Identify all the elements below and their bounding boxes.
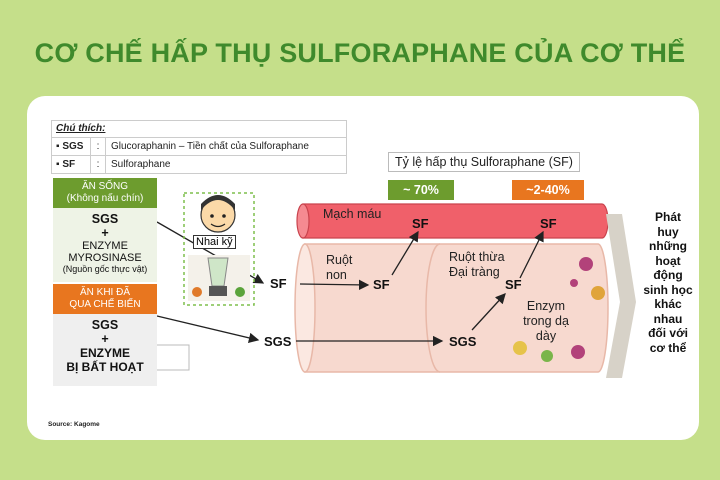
chew-box bbox=[183, 192, 255, 306]
enzyme-bacteria-icon bbox=[513, 257, 605, 362]
legend-key: ▪ SF bbox=[56, 159, 76, 170]
result-text: Phát huy những hoạt động sinh học khác n… bbox=[643, 210, 693, 355]
cooked-sgs-label: SGS bbox=[91, 318, 119, 332]
raw-eating-body: SGS + ENZYME MYROSINASE (Nguồn gốc thực … bbox=[53, 208, 157, 282]
raw-enzyme-note: (Nguồn gốc thực vật) bbox=[62, 264, 148, 274]
cooked-enzyme-label-2: BỊ BẤT HOẠT bbox=[66, 360, 144, 374]
legend-key: ▪ SGS bbox=[56, 141, 84, 152]
chewing-face-icon bbox=[200, 195, 236, 233]
sf-colon-label: SF bbox=[505, 277, 522, 292]
raw-plus: + bbox=[101, 226, 109, 240]
legend-value: Glucoraphanin – Tiền chất của Sulforapha… bbox=[111, 141, 309, 152]
legend-sep: : bbox=[90, 138, 106, 155]
sgs-to-sf-arrow bbox=[471, 293, 506, 331]
sf-blood-label-1: SF bbox=[412, 216, 429, 231]
sf-input-label: SF bbox=[270, 276, 287, 291]
cooked-to-sgs-line bbox=[156, 315, 260, 343]
sgs-input-label: SGS bbox=[264, 334, 292, 349]
legend-sep: : bbox=[90, 156, 106, 173]
result-chevron bbox=[606, 214, 636, 378]
chew-label: Nhai kỹ bbox=[193, 235, 236, 249]
raw-rate-badge: ~ 70% bbox=[388, 180, 454, 200]
blender-icon bbox=[188, 255, 250, 301]
legend-heading: Chú thích: bbox=[51, 120, 347, 137]
sf-into-intestine-arrow bbox=[299, 279, 370, 291]
source-note: Source: Kagome bbox=[48, 421, 100, 428]
blood-vessel-label: Mạch máu bbox=[323, 207, 382, 221]
placeholder-box bbox=[154, 344, 190, 371]
raw-eating-header: ĂN SỐNG (Không nấu chín) bbox=[53, 178, 157, 208]
cooked-eating-body: SGS + ENZYME BỊ BẤT HOẠT bbox=[53, 314, 157, 386]
small-intestine-label: Ruột non bbox=[326, 253, 353, 282]
cooked-eating-header: ĂN KHI ĐÃ QUA CHẾ BIẾN bbox=[53, 284, 157, 314]
intestine-tube bbox=[294, 243, 609, 373]
sf-small-intestine-label: SF bbox=[373, 277, 390, 292]
cooked-plus: + bbox=[101, 332, 109, 346]
sf-to-blood-arrow-2 bbox=[519, 230, 544, 279]
legend-value: Sulforaphane bbox=[111, 159, 171, 170]
cooked-rate-badge: ~2-40% bbox=[512, 180, 584, 200]
legend-row-sgs: ▪ SGS : Glucoraphanin – Tiền chất của Su… bbox=[51, 137, 347, 156]
raw-sgs-label: SGS bbox=[91, 212, 119, 226]
legend-row-sf: ▪ SF : Sulforaphane bbox=[51, 156, 347, 174]
legend: Chú thích: ▪ SGS : Glucoraphanin – Tiền … bbox=[51, 120, 347, 174]
colon-label: Ruột thừa Đại tràng bbox=[449, 250, 505, 279]
raw-enzyme-label-1: ENZYME bbox=[82, 240, 128, 252]
sf-blood-label-2: SF bbox=[540, 216, 557, 231]
raw-enzyme-label-2: MYROSINASE bbox=[68, 252, 142, 264]
cooked-enzyme-label-1: ENZYME bbox=[79, 346, 130, 360]
sf-to-blood-arrow-1 bbox=[391, 230, 419, 276]
page-title: CƠ CHẾ HẤP THỤ SULFORAPHANE CỦA CƠ THỂ bbox=[34, 38, 686, 68]
stomach-enzyme-label: Enzym trong dạ dày bbox=[523, 299, 569, 343]
absorption-rate-title: Tỷ lệ hấp thụ Sulforaphane (SF) bbox=[388, 152, 580, 172]
sgs-colon-label: SGS bbox=[449, 334, 477, 349]
